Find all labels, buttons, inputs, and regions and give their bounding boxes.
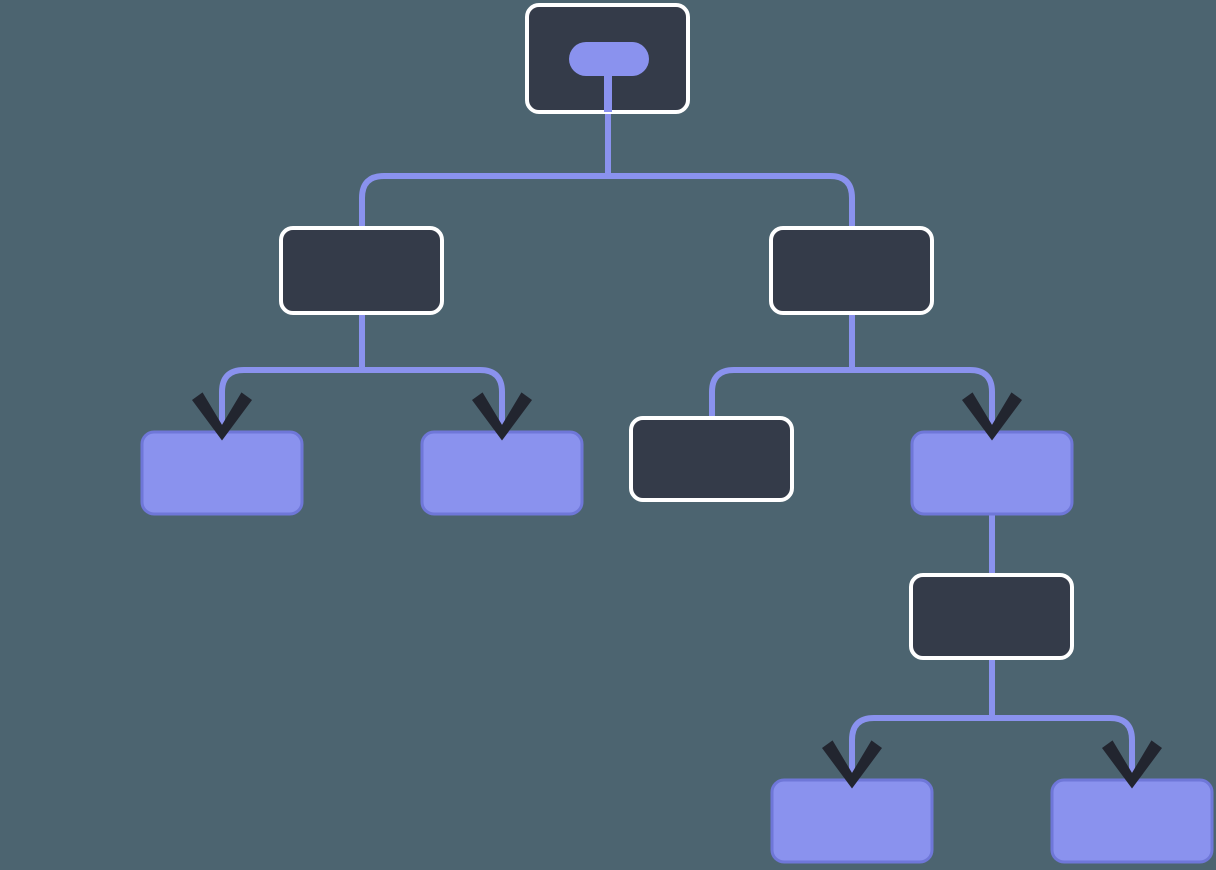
edges-layer bbox=[219, 112, 1135, 784]
nodes-layer bbox=[140, 3, 1214, 864]
node-l4-left[interactable] bbox=[770, 778, 934, 864]
edge-edge-root-to-l1-left bbox=[359, 173, 608, 330]
node-l3[interactable] bbox=[909, 573, 1074, 660]
edge-edge-l1-left-to-l2-a bbox=[219, 330, 365, 436]
arrowhead-edge-l1-left-to-l2-b bbox=[472, 392, 532, 441]
arrowhead-edge-l1-left-to-l2-a bbox=[192, 392, 252, 441]
node-l4-right[interactable] bbox=[1050, 778, 1214, 864]
root-badge-pill[interactable] bbox=[569, 42, 649, 76]
node-l2-a[interactable] bbox=[140, 430, 304, 516]
node-l1-right[interactable] bbox=[769, 226, 934, 315]
node-l2-d[interactable] bbox=[910, 430, 1074, 516]
arrowheads-layer bbox=[192, 392, 1162, 789]
edge-edge-l1-right-to-l2-c bbox=[709, 330, 855, 418]
edge-edge-l1-left-to-l2-b bbox=[362, 367, 505, 436]
node-l1-left[interactable] bbox=[279, 226, 444, 315]
badges-layer bbox=[569, 42, 649, 112]
node-l2-c[interactable] bbox=[629, 416, 794, 502]
edge-edge-root-to-l1-right bbox=[608, 173, 855, 330]
arrowhead-edge-l3-to-l4-right bbox=[1102, 740, 1162, 789]
edge-edge-l3-to-l4-left bbox=[849, 658, 995, 784]
root-badge-stem bbox=[604, 74, 612, 112]
edge-edge-l3-to-l4-right bbox=[992, 715, 1135, 784]
arrowhead-edge-l3-to-l4-left bbox=[822, 740, 882, 789]
node-l2-b[interactable] bbox=[420, 430, 584, 516]
edge-edge-l1-right-to-l2-d bbox=[852, 367, 995, 436]
arrowhead-edge-l1-right-to-l2-d bbox=[962, 392, 1022, 441]
